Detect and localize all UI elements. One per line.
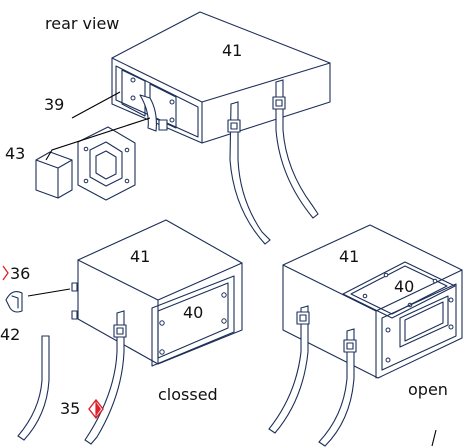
label-part-35: 35 bbox=[60, 399, 80, 418]
open-view-strap-left bbox=[268, 305, 310, 434]
leader-36 bbox=[27, 288, 71, 297]
label-part-41-top: 41 bbox=[222, 41, 242, 60]
open-view-housing bbox=[282, 224, 463, 379]
leader-39 bbox=[71, 91, 121, 119]
cut-line-open bbox=[431, 429, 437, 447]
connector-block-43 bbox=[35, 151, 73, 199]
label-rear-view: rear view bbox=[45, 14, 119, 33]
label-part-43: 43 bbox=[5, 144, 25, 163]
rear-view-housing bbox=[111, 11, 331, 144]
rear-view-strap-right bbox=[272, 79, 319, 219]
leader-43 bbox=[45, 117, 151, 161]
label-open: open bbox=[408, 380, 448, 399]
closed-view-strap-front bbox=[84, 310, 127, 445]
closed-view-housing bbox=[71, 219, 243, 367]
warning-symbol-35 bbox=[88, 398, 104, 420]
label-part-41-right: 41 bbox=[339, 247, 359, 266]
mounting-plate-43 bbox=[77, 126, 136, 201]
label-part-41-left: 41 bbox=[130, 247, 150, 266]
label-closed: clossed bbox=[158, 385, 218, 404]
rear-view-strap-left bbox=[227, 101, 271, 245]
label-part-42: 42 bbox=[0, 325, 20, 344]
label-part-39: 39 bbox=[44, 95, 64, 114]
open-view-strap-right bbox=[318, 328, 357, 447]
warning-symbol-36 bbox=[2, 265, 9, 281]
label-part-36: 36 bbox=[10, 264, 30, 283]
closed-view-strap-left bbox=[17, 335, 50, 441]
clip-part-42 bbox=[5, 291, 23, 313]
label-part-40-open: 40 bbox=[394, 277, 414, 296]
label-part-40-closed: 40 bbox=[183, 303, 203, 322]
